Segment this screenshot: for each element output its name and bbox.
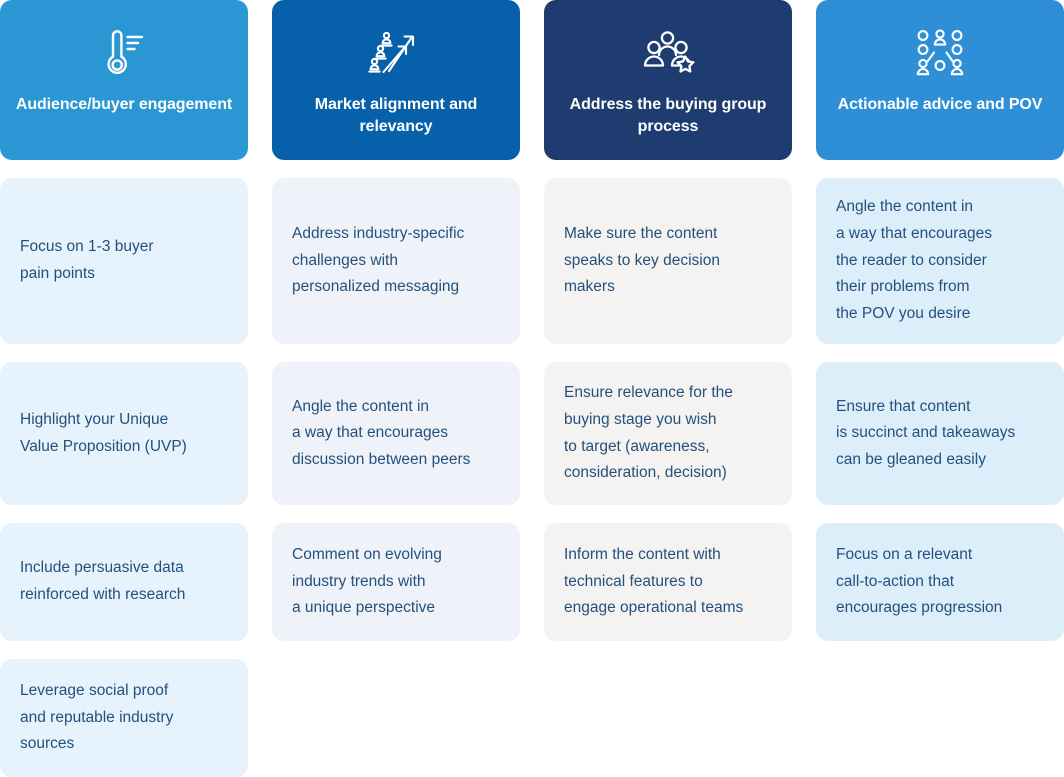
column-header-card-1[interactable]: Audience/buyer engagement xyxy=(0,0,248,160)
cell-card[interactable]: Include persuasive data reinforced with … xyxy=(0,523,248,641)
column-header-card-4[interactable]: Actionable advice and POV xyxy=(816,0,1064,160)
cell-card[interactable]: Inform the content with technical featur… xyxy=(544,523,792,641)
cell-text: Inform the content with technical featur… xyxy=(564,546,744,617)
column-header-title-4: Actionable advice and POV xyxy=(837,96,1043,113)
cell-text: Include persuasive data reinforced with … xyxy=(20,559,186,603)
column-header-title-2: Market alignment and relevancy xyxy=(314,96,478,136)
column-header-card-3[interactable]: Address the buying group process xyxy=(544,0,792,160)
thermometer-icon xyxy=(92,22,156,84)
column-header-card-2[interactable]: Market alignment and relevancy xyxy=(272,0,520,160)
cell-text: Focus on a relevant call-to-action that … xyxy=(836,546,1003,617)
column-header-title-3: Address the buying group process xyxy=(569,96,767,136)
cell-card[interactable]: Ensure that content is succinct and take… xyxy=(816,362,1064,505)
cell-text: Highlight your Unique Value Proposition … xyxy=(20,410,187,455)
cell-card[interactable]: Focus on 1-3 buyer pain points xyxy=(0,178,248,344)
cell-card[interactable]: Leverage social proof and reputable indu… xyxy=(0,659,248,777)
column-audience-buyer-engagement: Audience/buyer engagement Focus on 1-3 b… xyxy=(0,0,248,777)
cell-card[interactable]: Ensure relevance for the buying stage yo… xyxy=(544,362,792,505)
cell-text: Make sure the content speaks to key deci… xyxy=(564,225,720,296)
cell-text: Ensure relevance for the buying stage yo… xyxy=(564,384,733,482)
group-star-icon xyxy=(636,22,700,84)
growth-chart-people-icon xyxy=(364,22,428,84)
cell-text: Ensure that content is succinct and take… xyxy=(836,397,1016,468)
cell-card[interactable]: Comment on evolving industry trends with… xyxy=(272,523,520,641)
cell-card[interactable]: Address industry-specific challenges wit… xyxy=(272,178,520,344)
cell-card[interactable]: Angle the content in a way that encourag… xyxy=(816,178,1064,344)
cell-text: Angle the content in a way that encourag… xyxy=(292,397,471,468)
column-market-alignment-and-relevancy: Market alignment and relevancy Address i… xyxy=(272,0,520,760)
cell-card[interactable]: Angle the content in a way that encourag… xyxy=(272,362,520,505)
cell-text: Comment on evolving industry trends with… xyxy=(292,546,442,617)
column-header-title-1: Audience/buyer engagement xyxy=(15,96,233,113)
cell-card[interactable]: Make sure the content speaks to key deci… xyxy=(544,178,792,344)
cell-text: Angle the content in a way that encourag… xyxy=(836,198,992,322)
cell-card[interactable]: Focus on a relevant call-to-action that … xyxy=(816,523,1064,641)
cell-text: Leverage social proof and reputable indu… xyxy=(20,682,174,753)
network-people-icon xyxy=(908,22,972,84)
cell-text: Focus on 1-3 buyer pain points xyxy=(20,238,154,282)
cell-card[interactable]: Highlight your Unique Value Proposition … xyxy=(0,362,248,505)
column-actionable-advice-and-pov: Actionable advice and POV Angle the cont… xyxy=(816,0,1064,760)
column-address-the-buying-group-process: Address the buying group process Make su… xyxy=(544,0,792,760)
cell-text: Address industry-specific challenges wit… xyxy=(292,225,465,296)
